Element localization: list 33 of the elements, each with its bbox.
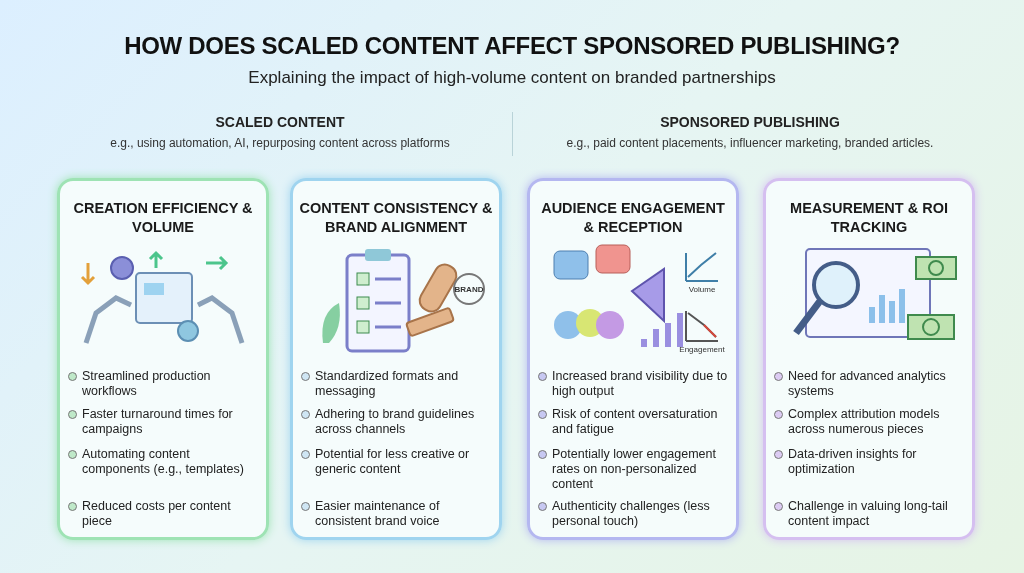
bullet-item: Complex attribution models across numerous pieces [788, 407, 941, 437]
bullet-item: Need for advanced analytics systems [788, 369, 947, 399]
bullet-item: Data-driven insights for optimization [788, 447, 918, 477]
bullet-item: Adhering to brand guidelines across channels [315, 407, 476, 437]
card-heading: CREATION EFFICIENCY & VOLUME [72, 199, 254, 237]
bullet-item: Risk of content oversaturation and fatigue [552, 407, 719, 437]
bullet-item: Streamlined production workflows [82, 369, 212, 399]
bullet-item: Faster turnaround times for campaigns [82, 407, 234, 437]
bullet-item: Automating content components (e.g., templates) [82, 447, 245, 477]
card-heading: MEASUREMENT & ROI TRACKING [789, 199, 949, 237]
subtitle: Explaining the impact of high-volume content on branded partnerships [247, 68, 777, 88]
bullet-item: Increased brand visibility due to high output [552, 369, 728, 399]
bullet-item: Standardized formats and messaging [315, 369, 460, 399]
card-heading: AUDIENCE ENGAGEMENT & RECEPTION [540, 199, 726, 237]
illustration-label: BRAND [454, 284, 484, 294]
card-heading: CONTENT CONSISTENCY & BRAND ALIGNMENT [298, 199, 494, 237]
bullet-item: Challenge in valuing long-tail content impact [788, 499, 949, 529]
bullet-item: Authenticity challenges (less personal touch) [552, 499, 711, 529]
illustration-label: Engagement [679, 344, 725, 354]
bullet-item: Easier maintenance of consistent brand voice [315, 499, 441, 529]
section-description: e.g., using automation, AI, repurposing content across platforms [109, 136, 451, 150]
info-card [527, 178, 739, 540]
info-card [57, 178, 269, 540]
illustration-label: Volume [688, 284, 716, 294]
section-heading: SCALED CONTENT [214, 114, 346, 130]
bullet-item: Potential for less creative or generic content [315, 447, 471, 477]
section-description: e.g., paid content placements, influencer marketing, branded articles. [565, 136, 935, 150]
bullet-item: Reduced costs per content piece [82, 499, 232, 529]
title-heading: HOW DOES SCALED CONTENT AFFECT SPONSORED PUBLISHING? [123, 32, 901, 60]
info-card [763, 178, 975, 540]
section-heading: SPONSORED PUBLISHING [659, 114, 841, 130]
bullet-item: Potentially lower engagement rates on non-personalized content [552, 447, 717, 492]
info-card [290, 178, 502, 540]
